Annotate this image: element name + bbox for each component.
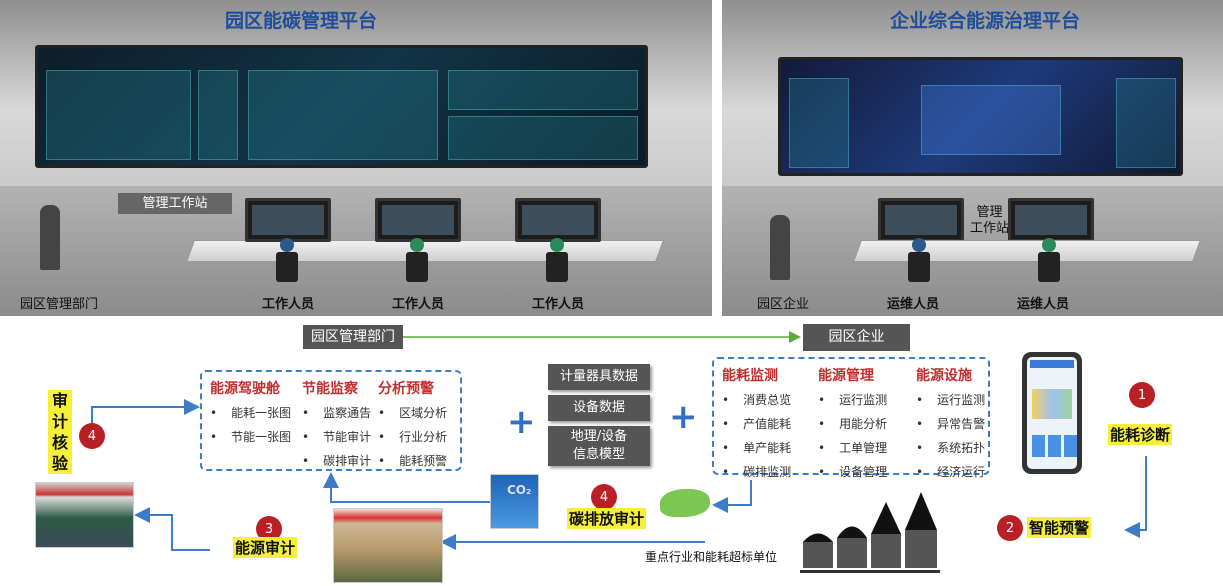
right-room-title: 企业综合能源治理平台 — [890, 10, 1081, 32]
monitor — [878, 198, 964, 242]
chair — [276, 252, 298, 282]
arrow-audit-verify — [91, 399, 200, 424]
list-item: 节能审计 — [302, 428, 371, 452]
list-item: 设备管理 — [818, 463, 887, 487]
list-item: 能耗一张图 — [210, 404, 291, 428]
step-badge-1: 1 — [1129, 382, 1155, 408]
list-item: 产值能耗 — [722, 415, 791, 439]
list-item: 碳排监测 — [722, 463, 791, 487]
data-source-box: 计量器具数据 — [548, 364, 650, 390]
staff-label: 工作人员 — [392, 297, 445, 312]
list-item: 能耗预警 — [378, 452, 447, 476]
monitor — [375, 198, 461, 242]
right-control-room: 企业综合能源治理平台 管理 工作站 园区企业 运维人员 运维人员 — [722, 0, 1223, 316]
step-label-smart-warning: 智能预警 — [1027, 517, 1092, 538]
coal-cart-growth-graphic — [800, 492, 940, 573]
chair — [546, 252, 568, 282]
list-item: 系统拓扑 — [916, 439, 985, 463]
step-label-energy-audit: 能源审计 — [233, 537, 298, 558]
list-item: 经济运行 — [916, 463, 985, 487]
step-badge-4: 4 — [591, 484, 617, 510]
list-item: 行业分析 — [378, 428, 447, 452]
list-item: 消费总览 — [722, 391, 791, 415]
arrow-audit — [134, 507, 210, 551]
workstation-label: 管理 工作站 — [970, 205, 1010, 236]
carbon-audit-logo — [660, 489, 710, 517]
workstation-label: 管理工作站 — [118, 193, 232, 214]
column-heading: 节能监察 — [302, 381, 358, 397]
mobile-app-phone — [1022, 352, 1082, 474]
department-label: 园区管理部门 — [20, 297, 99, 312]
list-item: 单产能耗 — [722, 439, 791, 463]
left-room-title: 园区能碳管理平台 — [225, 10, 378, 32]
chair — [406, 252, 428, 282]
step-label-audit-verification: 审计核验 — [48, 390, 72, 474]
enterprise-functions-box: 能耗监测 消费总览 产值能耗 单产能耗 碳排监测 能源管理 运行监测 用能分析 … — [712, 357, 990, 479]
step-label-energy-diagnosis: 能耗诊断 — [1108, 424, 1173, 445]
staff-label: 工作人员 — [532, 297, 585, 312]
audit-meeting-photo — [35, 482, 134, 548]
list-item: 节能一张图 — [210, 428, 291, 452]
column-heading: 能耗监测 — [722, 368, 778, 384]
phone-holder-figure — [770, 215, 790, 280]
list-item: 运行监测 — [818, 391, 887, 415]
plus-icon: + — [507, 402, 536, 442]
arrow-diagnosis — [1124, 456, 1147, 538]
staff-label: 工作人员 — [262, 297, 315, 312]
column-heading: 能源驾驶舱 — [210, 381, 280, 397]
from-label: 园区管理部门 — [303, 325, 403, 349]
data-source-box: 地理/设备 信息模型 — [548, 426, 650, 466]
step-label-carbon-audit: 碳排放审计 — [567, 508, 647, 529]
key-units-label: 重点行业和能耗超标单位 — [645, 550, 778, 564]
plus-icon: + — [669, 397, 698, 437]
staff-label: 运维人员 — [887, 297, 940, 312]
list-item: 运行监测 — [916, 391, 985, 415]
enterprise-label: 园区企业 — [757, 297, 810, 312]
list-item: 监察通告 — [302, 404, 371, 428]
step-badge-4: 4 — [79, 423, 105, 449]
data-source-box: 设备数据 — [548, 395, 650, 421]
arrow-enterprise-carbon — [712, 480, 752, 513]
large-display-wall — [778, 57, 1183, 176]
column-heading: 分析预警 — [378, 381, 434, 397]
presenter-figure — [40, 205, 60, 270]
large-display-wall — [35, 45, 648, 168]
audit-launch-meeting-photo — [333, 508, 443, 583]
co2-emission-image: CO₂ — [490, 474, 539, 529]
to-label: 园区企业 — [803, 324, 910, 351]
list-item: 工单管理 — [818, 439, 887, 463]
staff-label: 运维人员 — [1017, 297, 1070, 312]
left-control-room: 园区能碳管理平台 管理工作站 园区管理部门 工作人员 工作人员 工作人员 — [0, 0, 712, 316]
list-item: 区域分析 — [378, 404, 447, 428]
column-heading: 能源设施 — [916, 368, 972, 384]
column-heading: 能源管理 — [818, 368, 874, 384]
arrow-carbon — [323, 472, 490, 503]
management-functions-box: 能源驾驶舱 能耗一张图 节能一张图 节能监察 监察通告 节能审计 碳排审计 分析… — [200, 370, 462, 471]
step-badge-2: 2 — [997, 515, 1023, 541]
list-item: 异常告警 — [916, 415, 985, 439]
list-item: 碳排审计 — [302, 452, 371, 476]
list-item: 用能分析 — [818, 415, 887, 439]
